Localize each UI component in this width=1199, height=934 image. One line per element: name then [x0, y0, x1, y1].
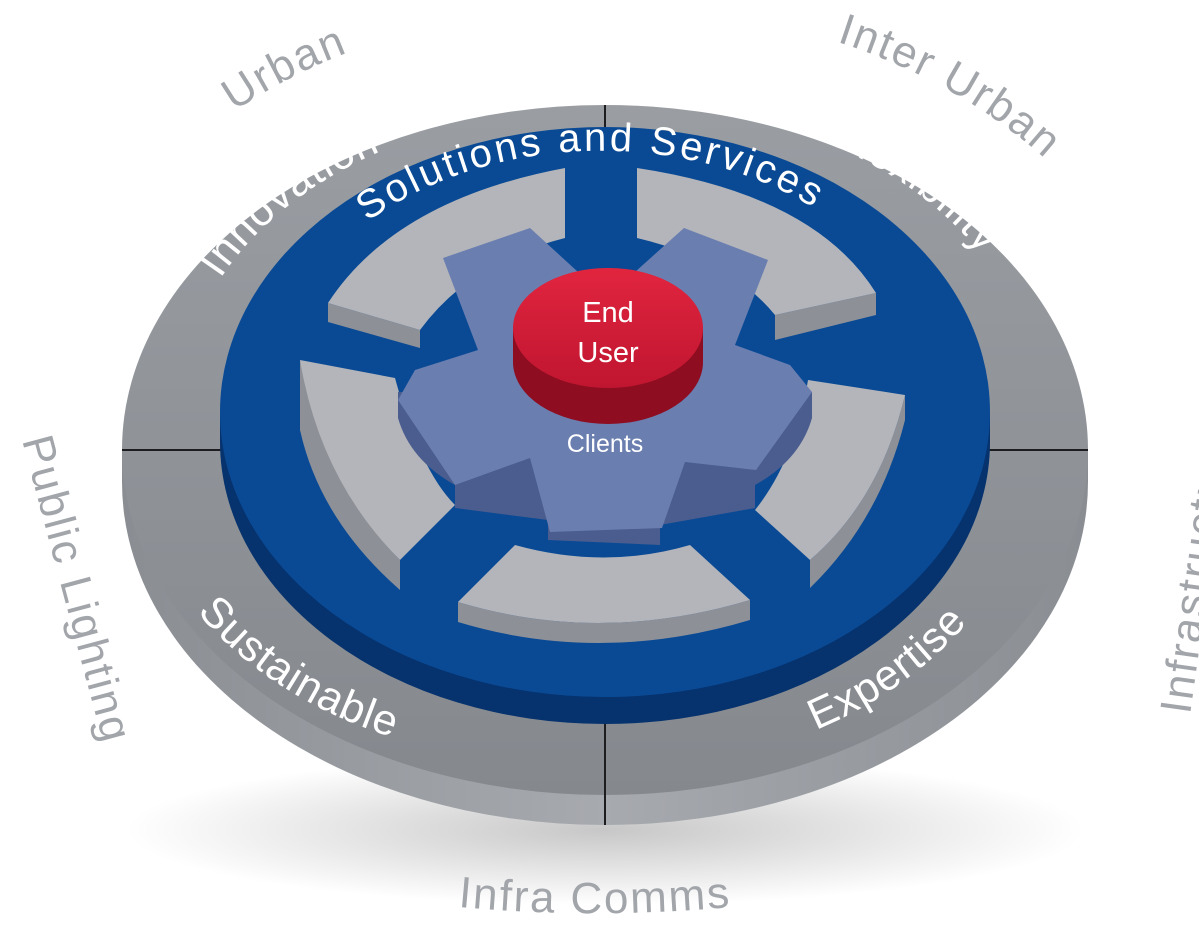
block-left: [300, 360, 455, 560]
hub-label-line2: User: [577, 337, 639, 369]
infra-comms-label: Infra Comms: [457, 868, 731, 923]
light-blocks: [300, 168, 905, 644]
end-user-hub: [513, 268, 703, 388]
sector-infra-comms: Infra Comms: [457, 868, 733, 923]
infrastructure-label: Infrastructure: [1151, 425, 1199, 716]
block-top-right: [637, 168, 876, 315]
floor-shadow: [125, 755, 1085, 905]
hub-label-line1: End: [582, 297, 634, 329]
block-bottom: [458, 545, 750, 624]
block-right: [755, 380, 905, 560]
sector-urban: Urban: [213, 16, 353, 120]
block-top-left: [328, 168, 565, 330]
clients-label: Clients: [567, 430, 643, 458]
urban-label: Urban: [213, 16, 351, 120]
